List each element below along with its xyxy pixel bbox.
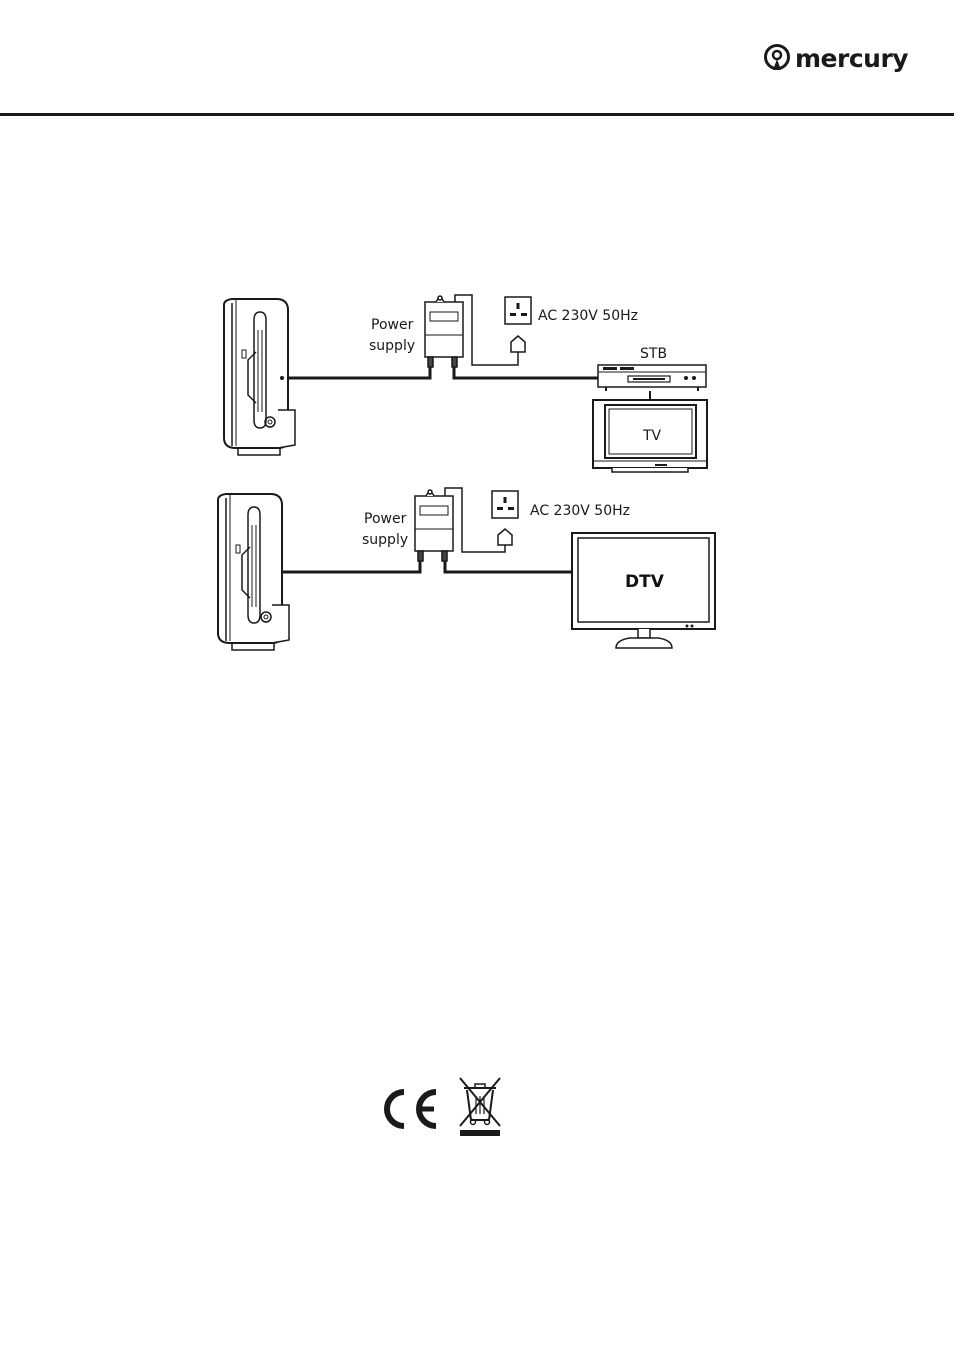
power-supply-label-bottom-1: Power: [364, 511, 407, 527]
antenna-bottom: [218, 494, 289, 650]
compliance-marks: [372, 1074, 508, 1140]
power-supply-label-top-1: Power: [371, 317, 414, 333]
stb-label: STB: [640, 346, 667, 362]
power-supply-label-bottom-2: supply: [362, 532, 408, 548]
connection-diagram: Power supply AC 230V 50Hz STB TV: [0, 0, 954, 700]
plug-icon: [498, 529, 512, 545]
wall-socket-icon: [492, 491, 518, 518]
ce-mark-icon: [387, 1092, 436, 1126]
diagram-bottom: Power supply AC 230V 50Hz DTV: [218, 488, 715, 650]
diagram-top: Power supply AC 230V 50Hz STB TV: [224, 295, 707, 472]
power-supply-bottom: [415, 490, 453, 561]
power-supply-top: [425, 296, 463, 367]
dtv-label: DTV: [625, 572, 665, 592]
weee-crossed-bin-icon: [460, 1078, 500, 1136]
mains-label-bottom: AC 230V 50Hz: [530, 503, 630, 519]
plug-icon: [511, 336, 525, 352]
mains-label-top: AC 230V 50Hz: [538, 308, 638, 324]
set-top-box: [598, 365, 706, 391]
antenna-top: [224, 299, 295, 455]
wall-socket-icon: [505, 297, 531, 324]
power-supply-label-top-2: supply: [369, 338, 415, 354]
tv-label: TV: [642, 428, 662, 444]
